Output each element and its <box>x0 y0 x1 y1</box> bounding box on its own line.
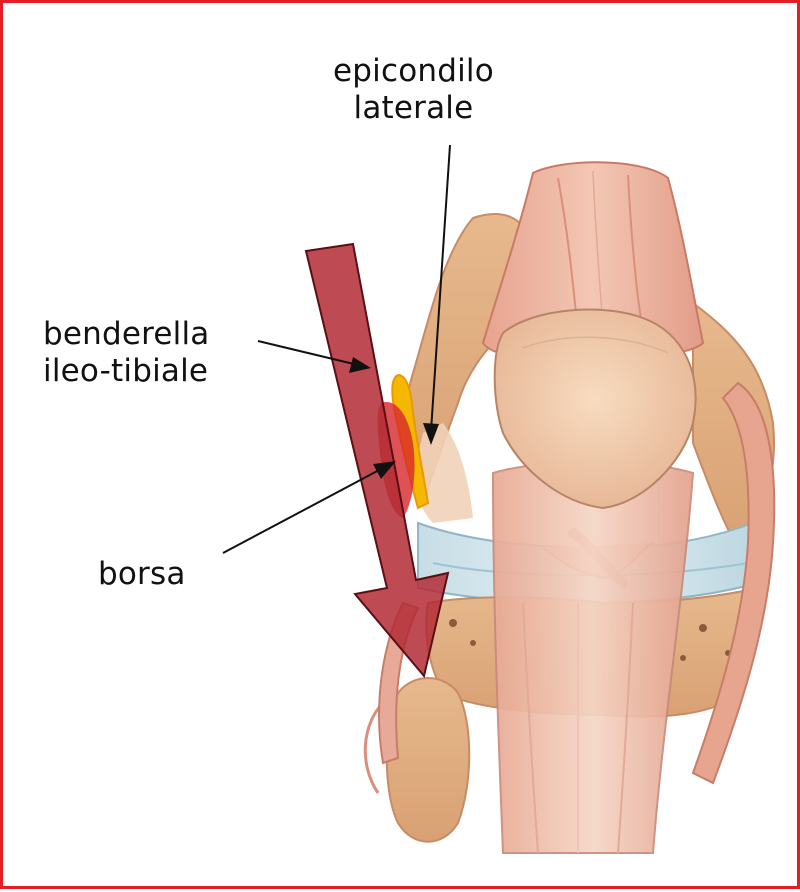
label-lateral-epicondyle: epicondilo laterale <box>333 53 494 127</box>
label-iliotibial-band-line2: ileo-tibiale <box>43 353 210 390</box>
label-iliotibial-band-line1: benderella <box>43 316 210 353</box>
label-lateral-epicondyle-line2: laterale <box>333 90 494 127</box>
label-iliotibial-band: benderella ileo-tibiale <box>43 316 210 390</box>
knee-anatomy-illustration <box>3 3 800 892</box>
tibia-shaft <box>493 462 693 853</box>
label-lateral-epicondyle-line1: epicondilo <box>333 53 494 90</box>
label-bursa: borsa <box>98 556 186 593</box>
